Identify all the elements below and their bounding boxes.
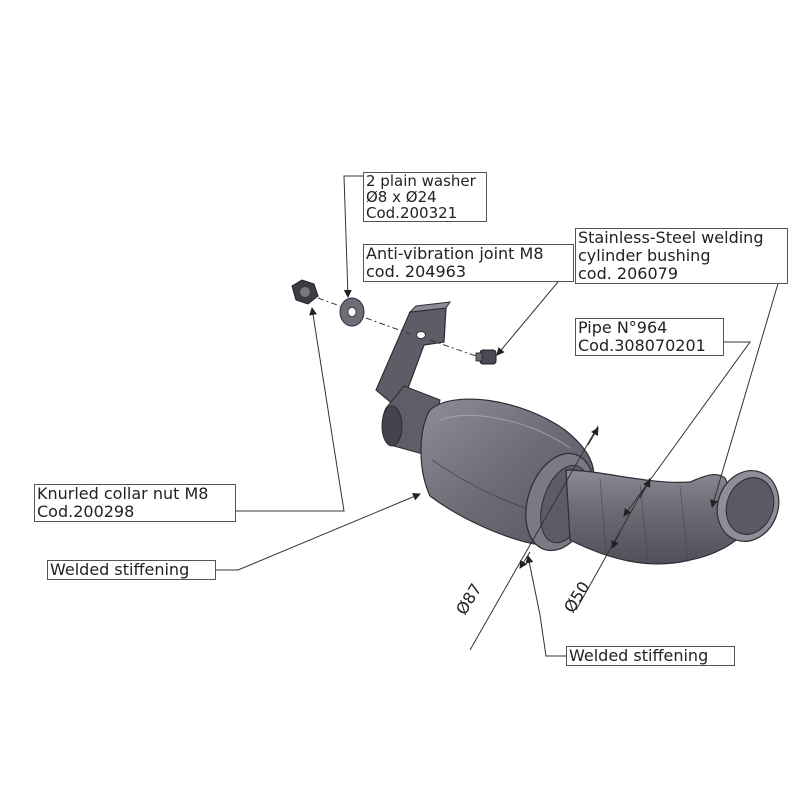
joint-label-line2: cod. 204963 [366, 262, 466, 281]
weld-bottom-label: Welded stiffening [569, 646, 709, 665]
outlet-pipe [565, 469, 780, 565]
dimension-lines [469, 425, 651, 651]
weld-left-callout: Welded stiffening [47, 560, 216, 580]
nut-label-line2: Cod.200298 [37, 502, 135, 521]
nut-label-line1: Knurled collar nut M8 [37, 484, 209, 503]
weld-bottom-callout: Welded stiffening [566, 646, 735, 666]
plain-washer [339, 297, 365, 327]
washer-label-line2: Ø8 x Ø24 [366, 188, 437, 206]
pipe-callout: Pipe N°964 Cod.308070201 [575, 318, 724, 356]
joint-callout: Anti-vibration joint M8 cod. 204963 [363, 244, 574, 282]
weld-left-label: Welded stiffening [50, 560, 190, 579]
joint-label-line1: Anti-vibration joint M8 [366, 244, 544, 263]
nut-callout: Knurled collar nut M8 Cod.200298 [34, 484, 236, 522]
washer-callout: 2 plain washer Ø8 x Ø24 Cod.200321 [363, 172, 487, 222]
bushing-label-line2: cylinder bushing [578, 246, 711, 265]
bushing-callout: Stainless-Steel welding cylinder bushing… [575, 228, 788, 284]
washer-label-line3: Cod.200321 [366, 204, 458, 222]
bushing-label-line1: Stainless-Steel welding [578, 228, 764, 247]
pipe-label-line1: Pipe N°964 [578, 318, 668, 337]
pipe-label-line2: Cod.308070201 [578, 336, 706, 355]
washer-label-line1: 2 plain washer [366, 172, 476, 190]
knurled-nut [291, 279, 319, 305]
bushing-label-line3: cod. 206079 [578, 264, 678, 283]
anti-vibration-joint [475, 349, 497, 365]
mounting-bracket [375, 301, 452, 412]
